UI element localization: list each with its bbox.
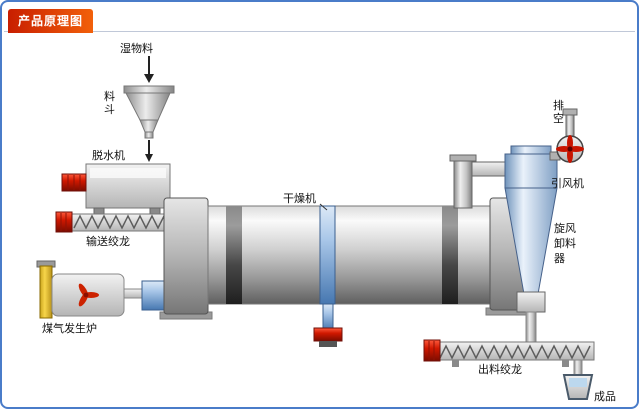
product-container-icon [562,374,594,400]
label-product: 成品 [594,390,616,403]
dehydrator-motor-icon [61,173,87,192]
feed-screw-conveyor-icon [71,213,173,232]
page-title-tab: 产品原理图 [8,9,94,33]
dryer-drum-icon [159,197,537,320]
cyclone-inlet-duct-icon [449,154,507,209]
drum-drive-support-icon [313,303,343,347]
label-discharge-auger: 出料绞龙 [478,363,522,376]
label-cyclone: 旋风 卸料 器 [554,221,576,266]
dehydrator-icon [85,163,171,216]
label-dryer: 干燥机 [283,192,316,205]
draft-fan-icon [549,108,584,163]
label-cyclone-line3: 器 [554,252,565,265]
flame-icon [78,283,99,307]
label-draft-fan: 引风机 [551,177,584,190]
header-divider [4,31,635,32]
feed-conveyor-motor-icon [55,211,73,233]
discharge-screw-conveyor-icon [437,341,595,376]
label-dehydrator: 脱水机 [92,149,125,162]
label-exhaust: 排空 [553,99,564,125]
hopper-icon [123,85,175,162]
wet-material-arrow-icon [144,56,154,83]
cyclone-icon [504,145,558,345]
label-feed-auger: 输送绞龙 [86,235,130,248]
discharge-conveyor-motor-icon [423,339,441,362]
label-hopper: 料斗 [104,90,115,116]
label-gas-furnace: 煤气发生炉 [42,322,97,335]
gas-furnace-icon [36,260,165,319]
label-cyclone-line1: 旋风 [554,222,576,235]
label-wet-material: 湿物料 [120,42,153,55]
fan-blades-icon [556,135,584,163]
label-cyclone-line2: 卸料 [554,237,576,250]
